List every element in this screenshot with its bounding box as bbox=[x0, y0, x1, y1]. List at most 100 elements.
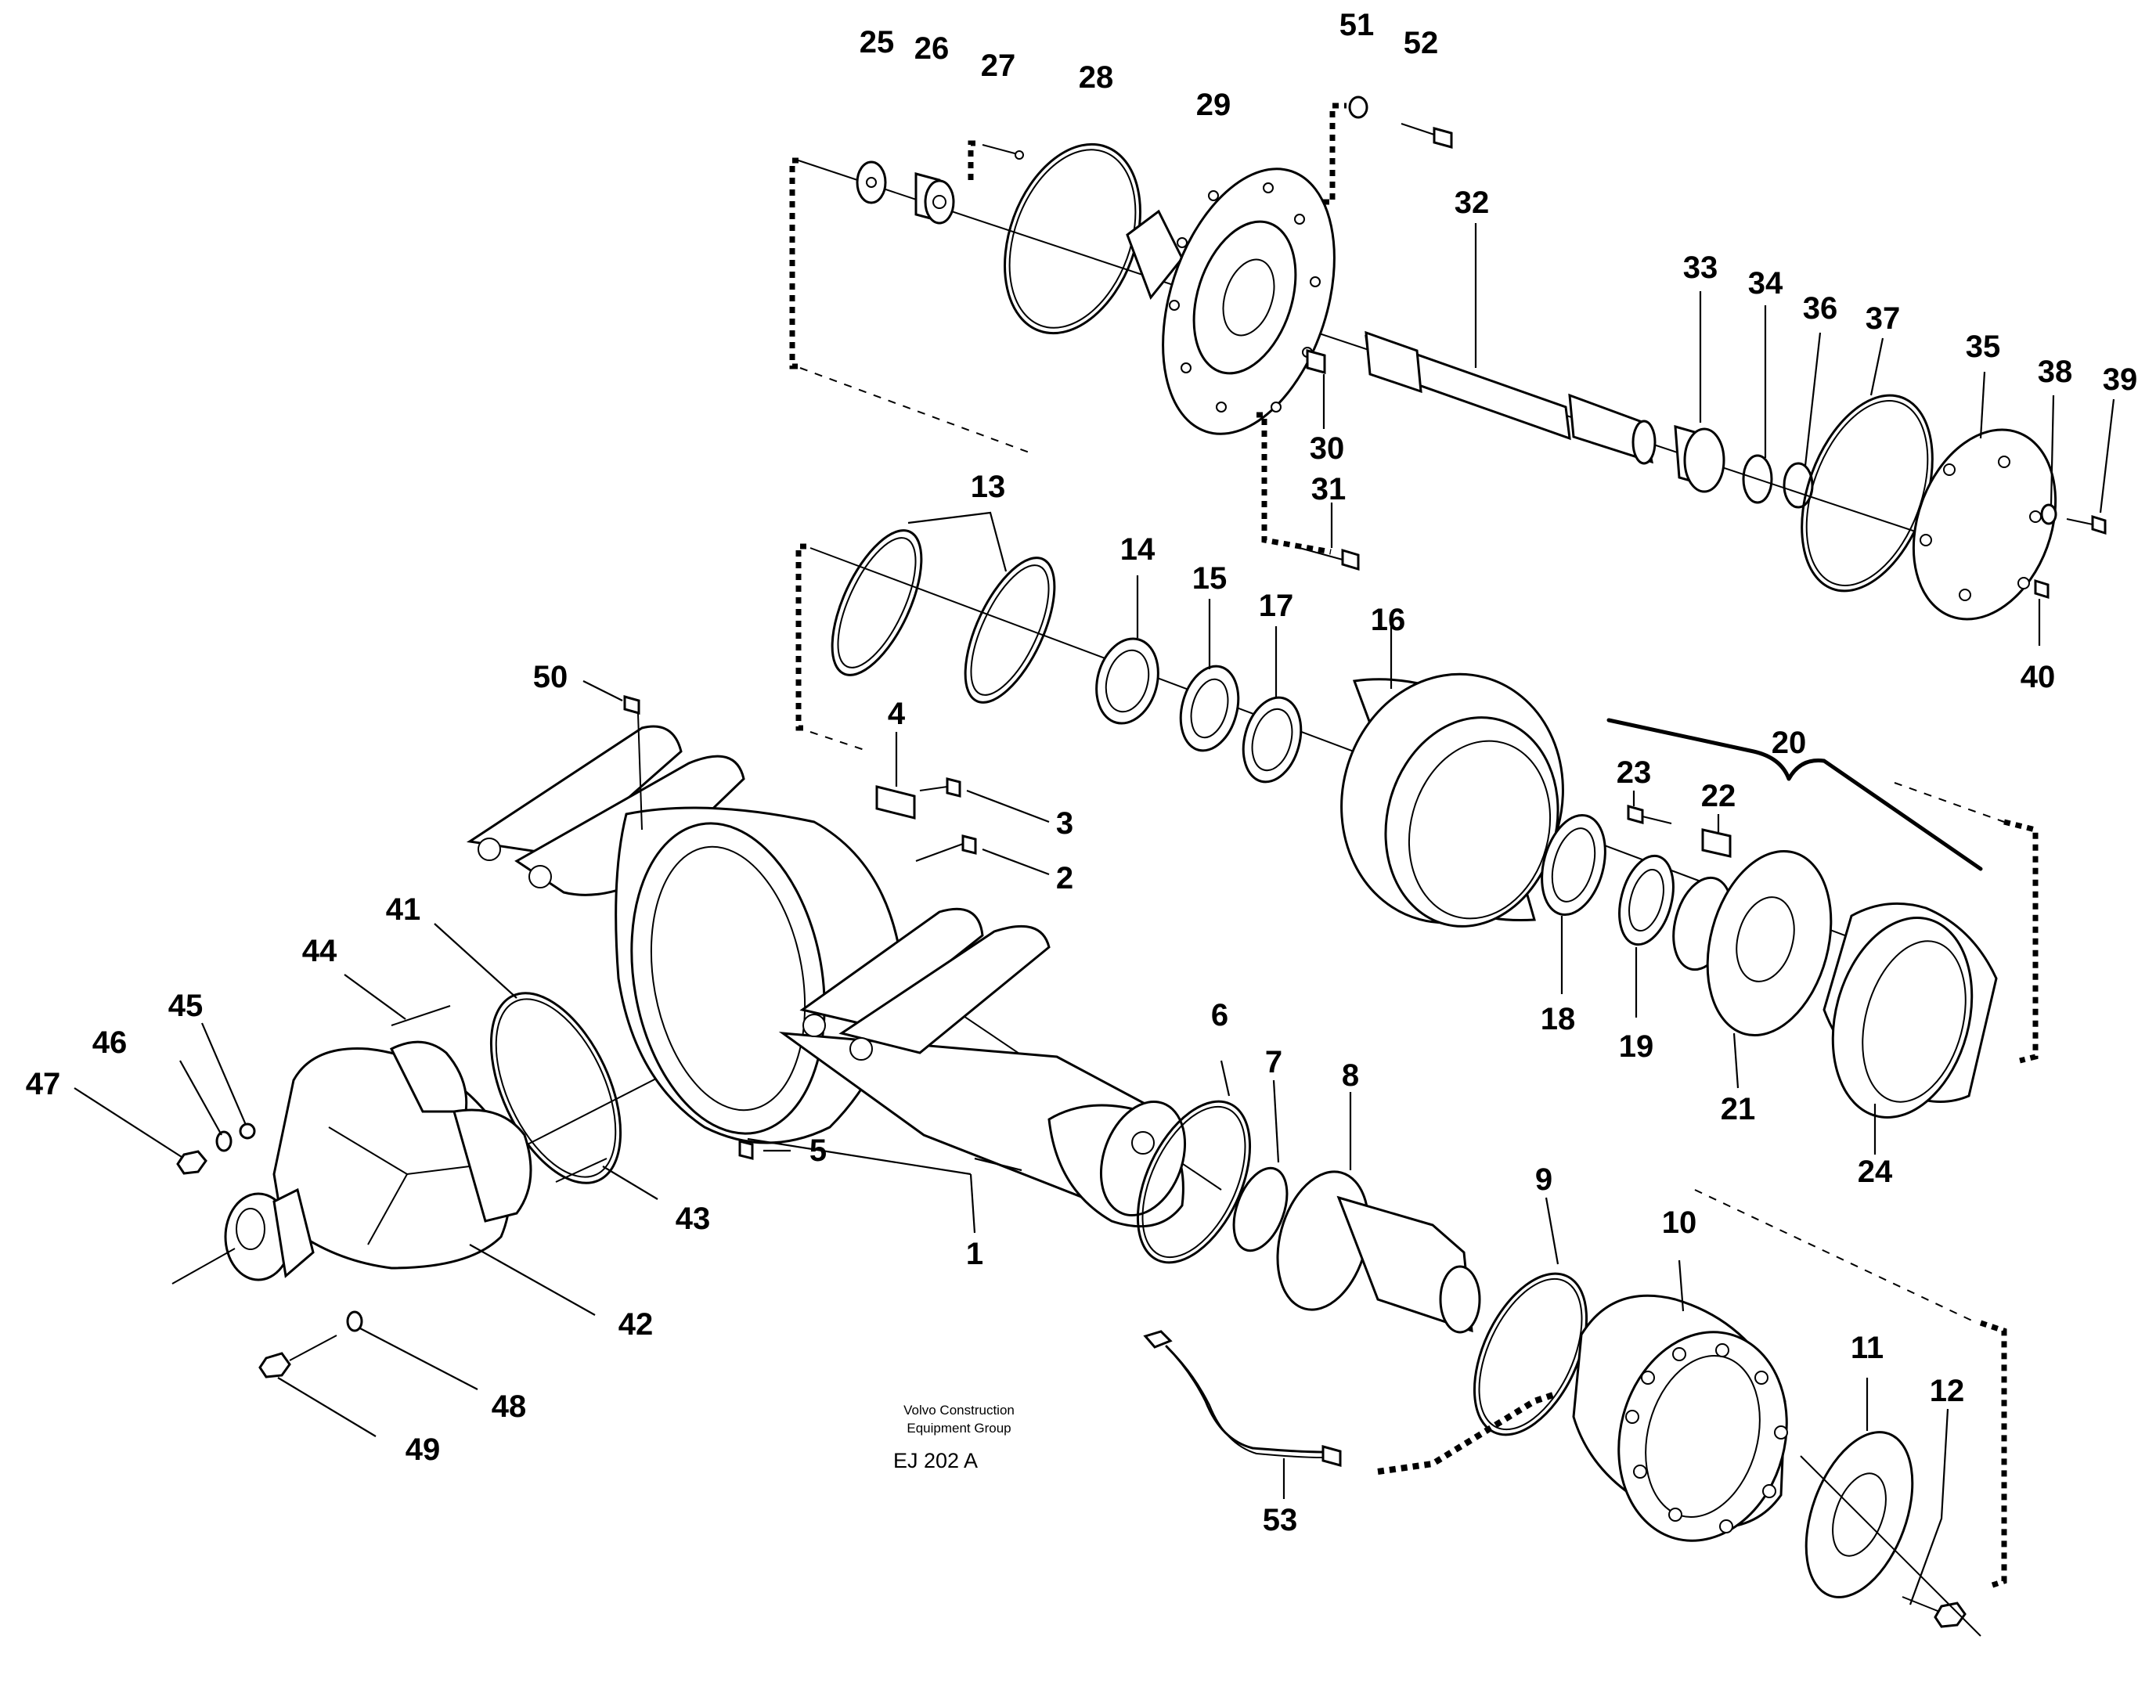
part-3-bolt bbox=[919, 777, 1050, 823]
callout-13: 13 bbox=[971, 470, 1006, 504]
part-22-plate bbox=[1701, 814, 1732, 858]
group-20-bracket bbox=[1606, 718, 2039, 1064]
callout-49: 49 bbox=[406, 1432, 441, 1467]
hub-assembly bbox=[795, 511, 2039, 1155]
callout-47: 47 bbox=[26, 1067, 61, 1101]
callout-36: 36 bbox=[1803, 291, 1838, 326]
part-12-bolt bbox=[1800, 1408, 1981, 1637]
part-47-nut bbox=[74, 1087, 207, 1175]
dashed-bracket bbox=[789, 157, 800, 369]
part-24-ring-gear bbox=[1823, 902, 1998, 1155]
callout-31: 31 bbox=[1311, 472, 1347, 506]
part-14-bearing-ring bbox=[1095, 575, 1159, 725]
drawing-credit: Volvo Construction Equipment Group EJ 20… bbox=[893, 1403, 1015, 1472]
part-38-washer bbox=[2040, 395, 2057, 525]
callout-4: 4 bbox=[888, 697, 906, 731]
part-26-bushing bbox=[914, 172, 955, 225]
callout-50: 50 bbox=[533, 660, 568, 694]
part-42-diff-housing bbox=[272, 1040, 596, 1316]
callout-38: 38 bbox=[2038, 355, 2073, 389]
callout-37: 37 bbox=[1866, 301, 1901, 336]
part-18-bearing-ring bbox=[1541, 813, 1606, 994]
callout-24: 24 bbox=[1858, 1155, 1893, 1189]
callout-22: 22 bbox=[1701, 779, 1736, 813]
part-46-washer bbox=[179, 1060, 233, 1152]
drawing-code: EJ 202 A bbox=[893, 1449, 978, 1472]
callout-5: 5 bbox=[809, 1133, 827, 1168]
part-39-bolt bbox=[2066, 398, 2115, 535]
callout-23: 23 bbox=[1617, 755, 1652, 790]
callout-46: 46 bbox=[92, 1025, 128, 1060]
part-32-shaft bbox=[1365, 223, 1657, 465]
credit-company: Volvo Construction bbox=[903, 1403, 1015, 1418]
part-17-bearing-ring bbox=[1242, 626, 1303, 784]
part-51-washer bbox=[1348, 95, 1368, 119]
callout-6: 6 bbox=[1211, 998, 1228, 1032]
callout-26: 26 bbox=[914, 31, 950, 66]
dashed-guide-line bbox=[799, 367, 1034, 455]
part-10-brake-housing bbox=[1572, 1189, 2007, 1588]
top-assembly bbox=[789, 95, 2115, 646]
part-6-o-ring bbox=[1136, 1060, 1252, 1264]
axle-housing bbox=[453, 680, 1222, 1234]
part-4-plate bbox=[875, 732, 916, 820]
part-40-bolt bbox=[2034, 578, 2050, 646]
part-45-nut bbox=[200, 1022, 256, 1140]
part-5-plug bbox=[738, 1140, 791, 1160]
part-1-housing bbox=[466, 725, 1187, 1234]
part-21-gear-hub bbox=[1672, 849, 1833, 1089]
part-13-seal-rings bbox=[831, 511, 1056, 704]
callout-25: 25 bbox=[860, 25, 895, 59]
part-49-bolt bbox=[258, 1335, 377, 1437]
part-27-screw bbox=[968, 140, 1024, 180]
callout-33: 33 bbox=[1683, 250, 1718, 285]
callout-21: 21 bbox=[1721, 1092, 1756, 1126]
part-33-gear bbox=[1674, 291, 1725, 493]
part-30-bolt bbox=[1306, 349, 1326, 429]
callout-39: 39 bbox=[2103, 362, 2138, 397]
callout-48: 48 bbox=[492, 1389, 527, 1424]
callout-30: 30 bbox=[1310, 431, 1345, 466]
callout-19: 19 bbox=[1619, 1029, 1654, 1064]
callout-27: 27 bbox=[981, 49, 1016, 83]
callout-15: 15 bbox=[1192, 561, 1228, 596]
part-31-bolt bbox=[1299, 503, 1360, 571]
callout-45: 45 bbox=[168, 989, 204, 1023]
part-19-roller-bearing bbox=[1618, 854, 1675, 1018]
spindle-assembly bbox=[1136, 1060, 2007, 1637]
callout-43: 43 bbox=[676, 1202, 711, 1236]
part-2-bolt bbox=[915, 834, 1050, 876]
callout-34: 34 bbox=[1748, 266, 1783, 301]
part-44-stud bbox=[344, 974, 451, 1026]
callout-1: 1 bbox=[966, 1237, 983, 1271]
callout-16: 16 bbox=[1371, 603, 1406, 637]
callout-10: 10 bbox=[1662, 1205, 1697, 1240]
callout-17: 17 bbox=[1259, 589, 1294, 623]
part-9-o-ring bbox=[1473, 1197, 1588, 1436]
callout-11: 11 bbox=[1851, 1331, 1884, 1365]
callout-12: 12 bbox=[1930, 1374, 1965, 1408]
part-50-breather bbox=[582, 680, 643, 831]
part-23-bolt bbox=[1627, 791, 1672, 824]
callout-51: 51 bbox=[1339, 8, 1375, 42]
part-53-sensor bbox=[1143, 1330, 1559, 1499]
callout-53: 53 bbox=[1263, 1503, 1298, 1537]
part-8-spindle bbox=[1276, 1092, 1481, 1334]
part-11-washer-plate bbox=[1804, 1378, 1914, 1598]
dashed-bracket bbox=[795, 543, 806, 731]
differential-assembly bbox=[74, 923, 658, 1437]
callout-52: 52 bbox=[1404, 26, 1439, 60]
callout-2: 2 bbox=[1056, 861, 1073, 895]
callout-14: 14 bbox=[1120, 532, 1156, 567]
dashed-guide-line bbox=[809, 731, 870, 752]
callout-8: 8 bbox=[1342, 1058, 1359, 1093]
callout-7: 7 bbox=[1265, 1045, 1282, 1079]
callout-42: 42 bbox=[618, 1307, 654, 1342]
callout-29: 29 bbox=[1196, 88, 1231, 122]
part-16-wheel-hub bbox=[1340, 626, 1564, 928]
callout-32: 32 bbox=[1455, 186, 1490, 220]
callout-18: 18 bbox=[1541, 1002, 1576, 1036]
pinion-flange bbox=[171, 1187, 315, 1285]
part-15-roller-bearing bbox=[1179, 599, 1240, 752]
